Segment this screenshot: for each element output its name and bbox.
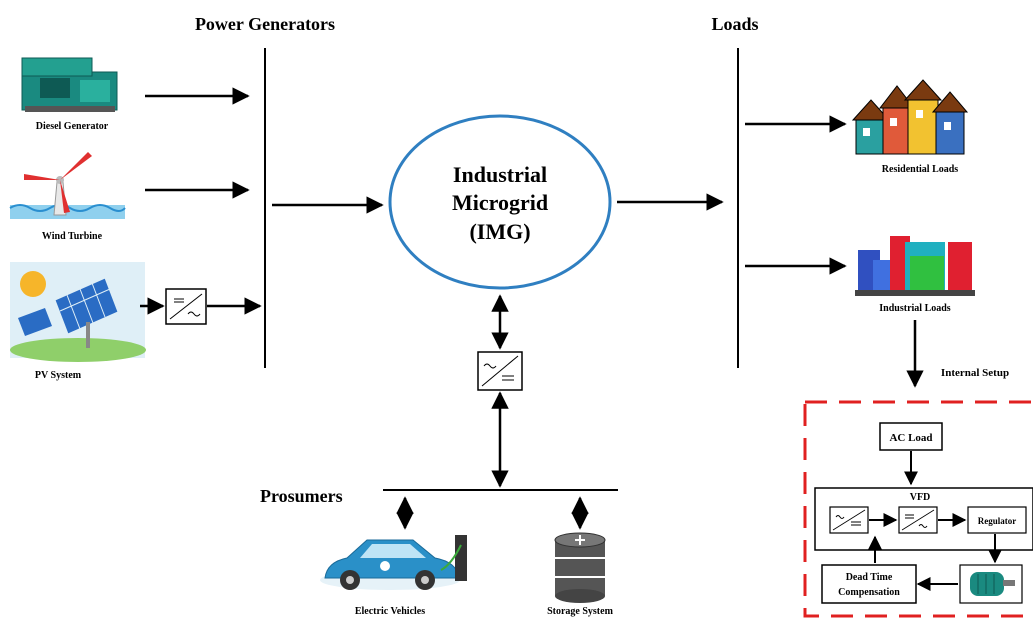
regulator-box: [967, 506, 1027, 534]
houses-icon: [851, 79, 969, 155]
ac-load-label: AC Load: [889, 432, 932, 444]
loads-heading: Loads: [711, 14, 758, 34]
factory-buildings-icon: [855, 236, 975, 296]
prosumer-converter-box: [477, 351, 523, 391]
diesel-generator-label: Diesel Generator: [36, 121, 109, 132]
database-storage-icon: [554, 532, 606, 603]
vfd-box: [814, 487, 1033, 551]
motor-icon: [959, 564, 1023, 604]
vfd-rectifier-box: [829, 506, 869, 534]
pv-inverter-box: [165, 288, 207, 325]
internal-setup-label: Internal Setup: [941, 367, 1009, 379]
ac-load-box: [879, 422, 943, 451]
industrial-microgrid-hub: [388, 114, 612, 290]
power-generators-heading: Power Generators: [195, 14, 335, 34]
pv-system-label: PV System: [35, 370, 82, 381]
electric-vehicles-label: Electric Vehicles: [355, 606, 425, 617]
diesel-generator-icon: [21, 57, 118, 112]
hub-title-line1: Industrial: [453, 162, 547, 187]
vfd-label: VFD: [910, 492, 931, 503]
electric-car-icon: [320, 535, 467, 590]
hub-title-line2: Microgrid: [452, 190, 548, 215]
vfd-inverter-box: [898, 506, 938, 534]
storage-system-label: Storage System: [547, 606, 613, 617]
hub-title-line3: (IMG): [469, 219, 530, 244]
residential-loads-label: Residential Loads: [882, 164, 959, 175]
industrial-loads-label: Industrial Loads: [879, 303, 951, 314]
wind-turbine-label: Wind Turbine: [42, 231, 103, 242]
internal-setup-frame: [803, 400, 1033, 618]
wind-turbine-icon: [9, 152, 126, 219]
dead-time-compensation-box: [821, 564, 917, 604]
dead-time-label-line1: Dead Time: [846, 572, 893, 583]
prosumers-heading: Prosumers: [260, 486, 343, 506]
regulator-label: Regulator: [978, 516, 1017, 526]
solar-panel-icon: [10, 262, 146, 362]
dead-time-label-line2: Compensation: [838, 587, 900, 598]
